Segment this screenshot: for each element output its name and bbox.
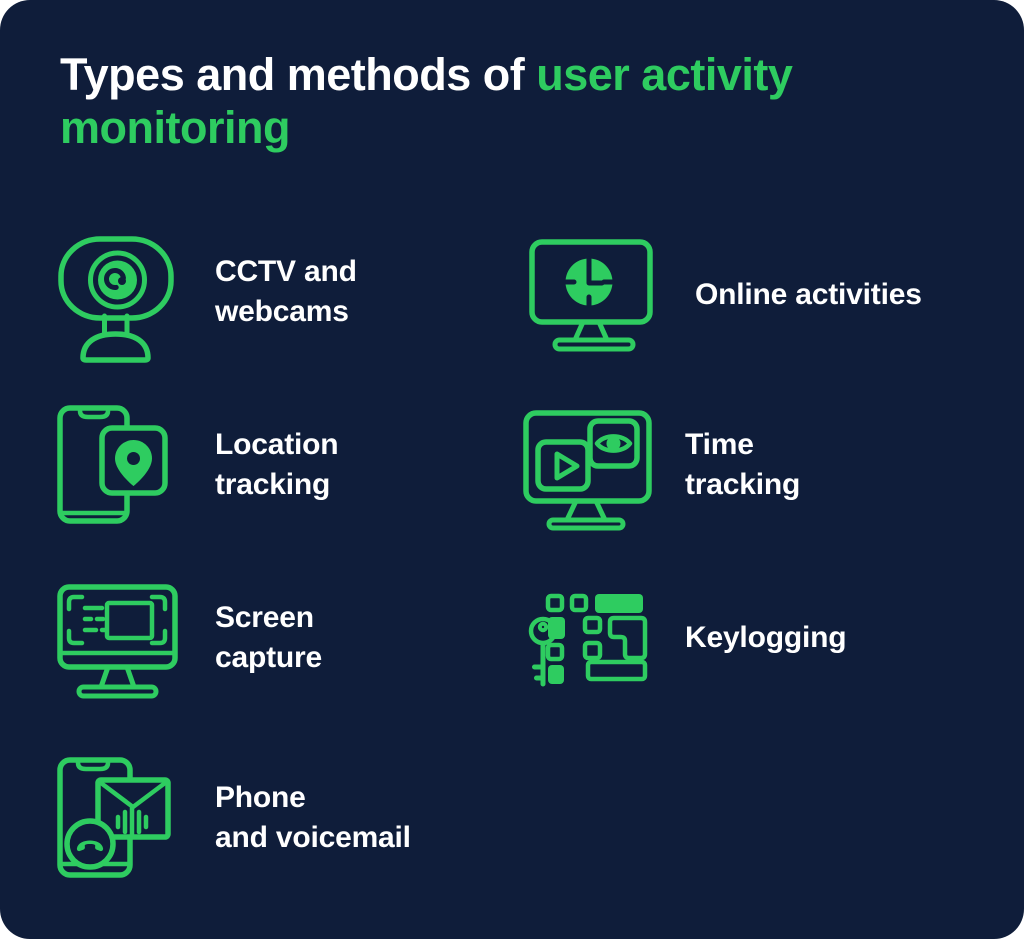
title-highlight: user activity monitoring	[60, 49, 793, 153]
label-online-activities: Online activities	[695, 278, 922, 311]
label-screen-capture: Screen capture	[215, 601, 322, 674]
label-keylogging: Keylogging	[685, 621, 847, 654]
title-prefix: Types and methods of	[60, 49, 525, 100]
label-location-tracking: Location tracking	[215, 428, 339, 501]
label-cctv-webcams: CCTV and webcams	[215, 255, 357, 328]
page-title: Types and methods of user activity monit…	[60, 48, 960, 154]
monitor-clock-icon	[529, 238, 656, 352]
webcam-icon	[58, 230, 178, 363]
keylogging-icon	[528, 586, 650, 696]
monitor-play-eye-icon	[521, 406, 652, 531]
label-phone-voicemail: Phone and voicemail	[215, 781, 411, 854]
label-time-tracking: Time tracking	[685, 428, 801, 501]
screen-capture-icon	[56, 577, 181, 699]
phone-voicemail-icon	[56, 750, 174, 882]
phone-location-icon	[57, 404, 169, 524]
